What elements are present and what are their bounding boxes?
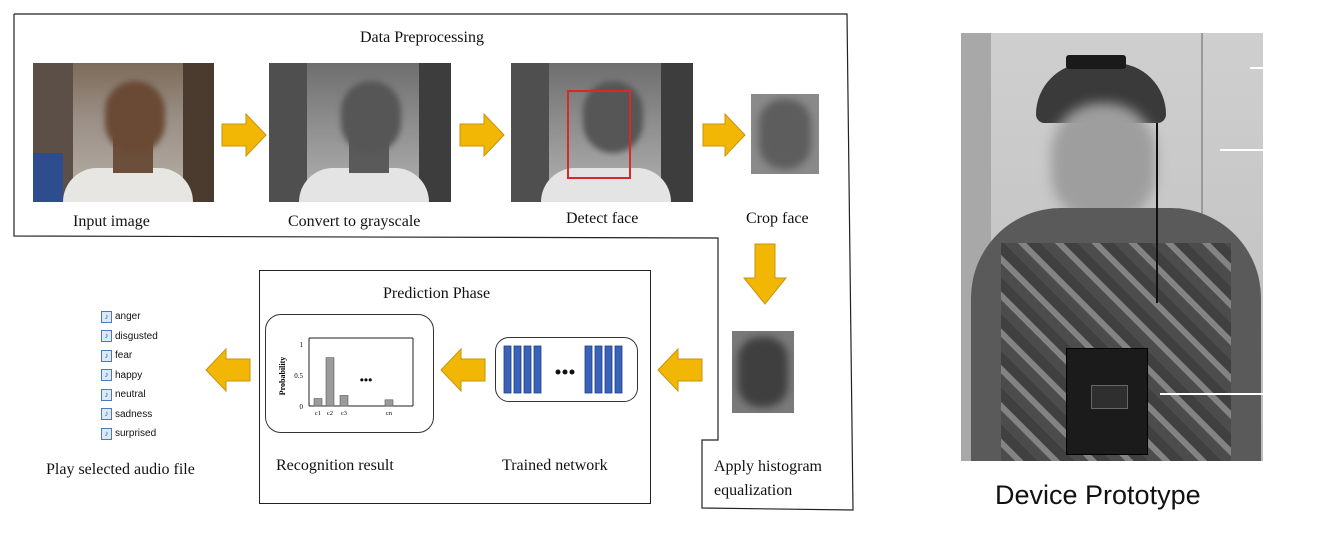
arrow-left-icon (657, 347, 703, 393)
chart-ytick-label: 0.5 (294, 372, 303, 380)
pipeline-frame (13, 13, 854, 511)
audio-file-icon: ♪ (101, 330, 112, 343)
arrow-right-icon (221, 112, 267, 158)
audio-file-list: ♪anger♪disgusted♪fear♪happy♪neutral♪sadn… (101, 307, 158, 444)
prototype-pointer-lines (1160, 67, 1265, 395)
grayscale-photo (269, 63, 451, 202)
caption-crop-face: Crop face (746, 210, 809, 227)
recognition-result-box (265, 314, 434, 433)
chart-ytick-label: 0 (300, 403, 304, 411)
chart-ylabel: Probability (278, 357, 287, 396)
audio-file-item[interactable]: ♪happy (101, 366, 158, 386)
chart-ellipsis: ••• (360, 373, 373, 387)
audio-file-label: surprised (115, 428, 157, 440)
cropped-face-photo (751, 94, 819, 174)
arrows-layer (205, 112, 788, 393)
arrow-left-icon (440, 347, 486, 393)
audio-file-item[interactable]: ♪sadness (101, 405, 158, 425)
audio-file-label: disgusted (115, 330, 158, 342)
audio-file-item[interactable]: ♪neutral (101, 385, 158, 405)
audio-file-item[interactable]: ♪surprised (101, 424, 158, 444)
device-prototype-photo (961, 33, 1263, 461)
prediction-phase-title: Prediction Phase (383, 285, 491, 302)
prototype-caption: Device Prototype (995, 480, 1201, 510)
audio-file-item[interactable]: ♪anger (101, 307, 158, 327)
input-image-photo (33, 63, 214, 202)
audio-file-label: anger (115, 311, 141, 323)
audio-file-icon: ♪ (101, 427, 112, 440)
arrow-right-icon (459, 112, 505, 158)
face-detection-box (567, 90, 631, 179)
equalized-face-photo (732, 331, 794, 413)
chart-xtick-label: cn (386, 410, 393, 417)
caption-detect-face: Detect face (566, 210, 639, 227)
audio-file-item[interactable]: ♪fear (101, 346, 158, 366)
probability-chart: Probability 0 0.5 1 c1 c2 c3 cn ••• (278, 337, 414, 417)
prediction-phase-box (259, 270, 651, 504)
caption-input-image: Input image (73, 213, 150, 230)
caption-grayscale: Convert to grayscale (288, 213, 421, 230)
audio-file-icon: ♪ (101, 388, 112, 401)
chart-xtick-label: c1 (315, 410, 321, 417)
audio-file-label: sadness (115, 408, 153, 420)
preprocessing-title: Data Preprocessing (360, 29, 484, 46)
audio-file-icon: ♪ (101, 310, 112, 323)
audio-file-label: fear (115, 350, 133, 362)
network-layers-icon (503, 345, 623, 394)
chart-bar-cn (384, 399, 394, 407)
chart-ytick-label: 1 (300, 341, 304, 349)
audio-file-item[interactable]: ♪disgusted (101, 327, 158, 347)
caption-trained-network: Trained network (502, 457, 608, 474)
caption-recognition-result: Recognition result (276, 457, 394, 474)
detect-face-photo (511, 63, 693, 202)
caption-play-audio: Play selected audio file (46, 461, 195, 478)
audio-file-icon: ♪ (101, 408, 112, 421)
arrow-right-icon (702, 112, 746, 158)
chart-bar-c2 (325, 357, 335, 407)
arrow-left-icon (205, 347, 251, 393)
arrow-down-icon (742, 243, 788, 305)
caption-histogram: Apply histogram equalization (714, 458, 822, 499)
trained-network-box (495, 337, 638, 402)
chart-bar-c3 (339, 395, 349, 407)
chart-xtick-label: c3 (341, 410, 347, 417)
chart-xtick-label: c2 (327, 410, 333, 417)
audio-file-icon: ♪ (101, 349, 112, 362)
chart-bar-c1 (313, 398, 323, 407)
audio-file-label: neutral (115, 389, 146, 401)
audio-file-label: happy (115, 369, 143, 381)
audio-file-icon: ♪ (101, 369, 112, 382)
